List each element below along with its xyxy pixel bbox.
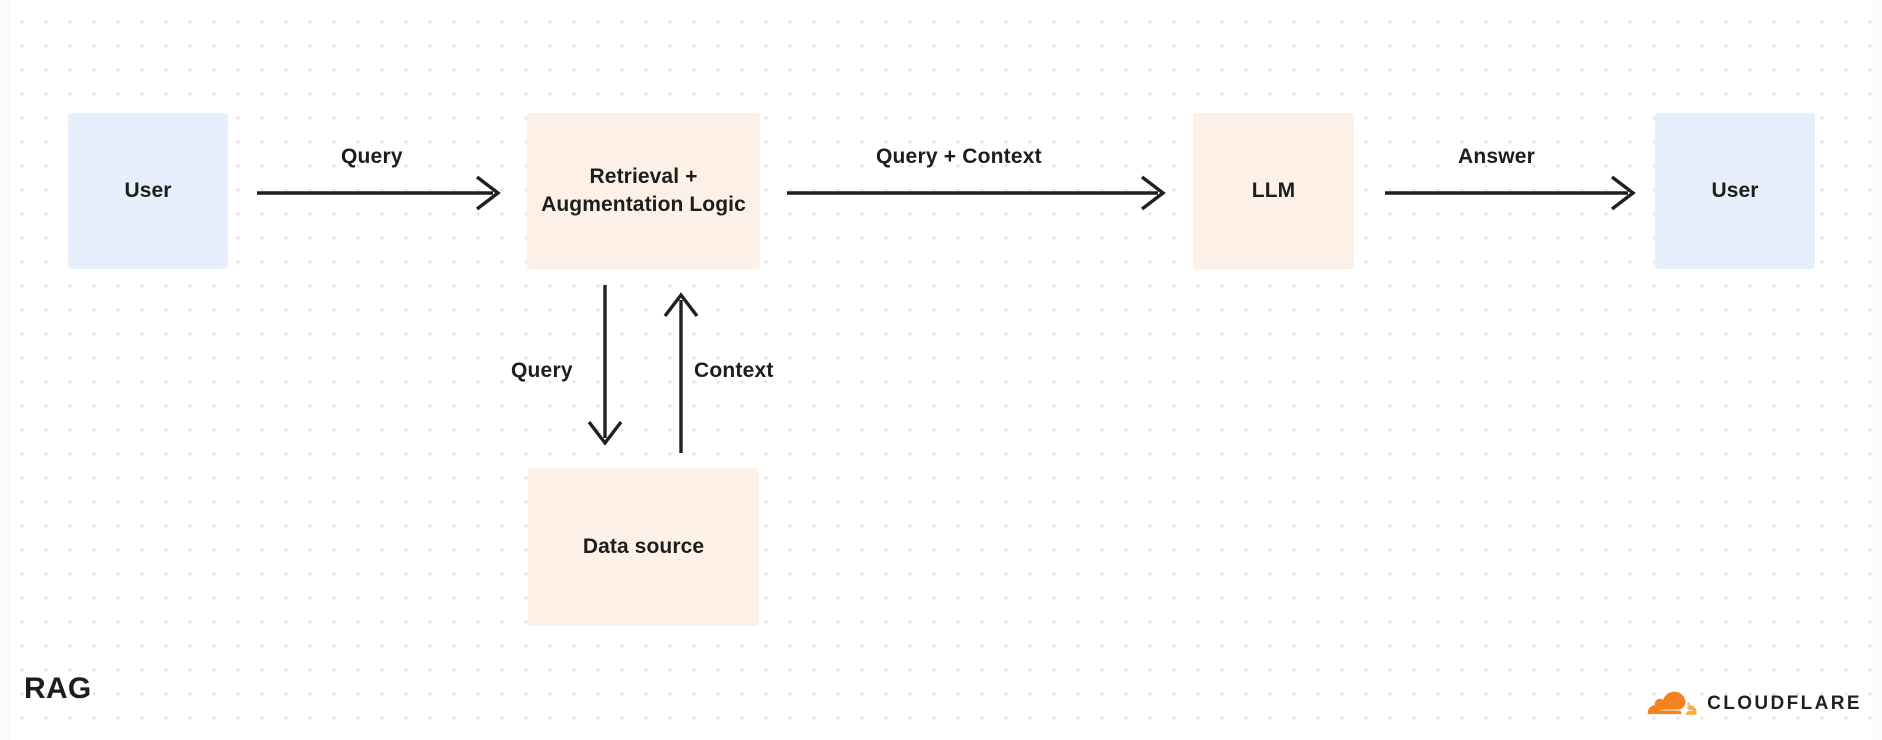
node-llm[interactable]: LLM — [1193, 113, 1354, 269]
arrow-retrieval-to-data-source — [587, 285, 623, 446]
arrow-data-source-to-retrieval — [663, 292, 699, 453]
brand-wordmark: CLOUDFLARE — [1707, 693, 1862, 714]
arrow-user-to-retrieval — [257, 175, 501, 211]
cloudflare-logo: CLOUDFLARE — [1644, 684, 1862, 724]
node-label: Data source — [582, 535, 705, 559]
arrow-retrieval-to-llm — [787, 175, 1166, 211]
node-label: User — [124, 179, 172, 203]
edge-label-query-plus-context: Query + Context — [876, 145, 1042, 168]
node-retrieval-augmentation-logic[interactable]: Retrieval + Augmentation Logic — [527, 113, 760, 269]
node-label: LLM — [1251, 179, 1296, 203]
edge-label-query-user-retrieval: Query — [341, 145, 403, 168]
edge-label-context: Context — [694, 359, 774, 382]
node-label: User — [1711, 179, 1759, 203]
node-user-right[interactable]: User — [1655, 113, 1815, 269]
cloudflare-cloud-icon — [1647, 691, 1697, 715]
node-label: Retrieval + Augmentation Logic — [541, 165, 746, 216]
page-title: RAG — [24, 672, 92, 705]
node-user-left[interactable]: User — [68, 113, 228, 269]
arrow-llm-to-user — [1385, 175, 1636, 211]
edge-label-query-retrieval-source: Query — [511, 359, 573, 382]
node-data-source[interactable]: Data source — [528, 468, 759, 626]
edge-label-answer: Answer — [1458, 145, 1536, 168]
